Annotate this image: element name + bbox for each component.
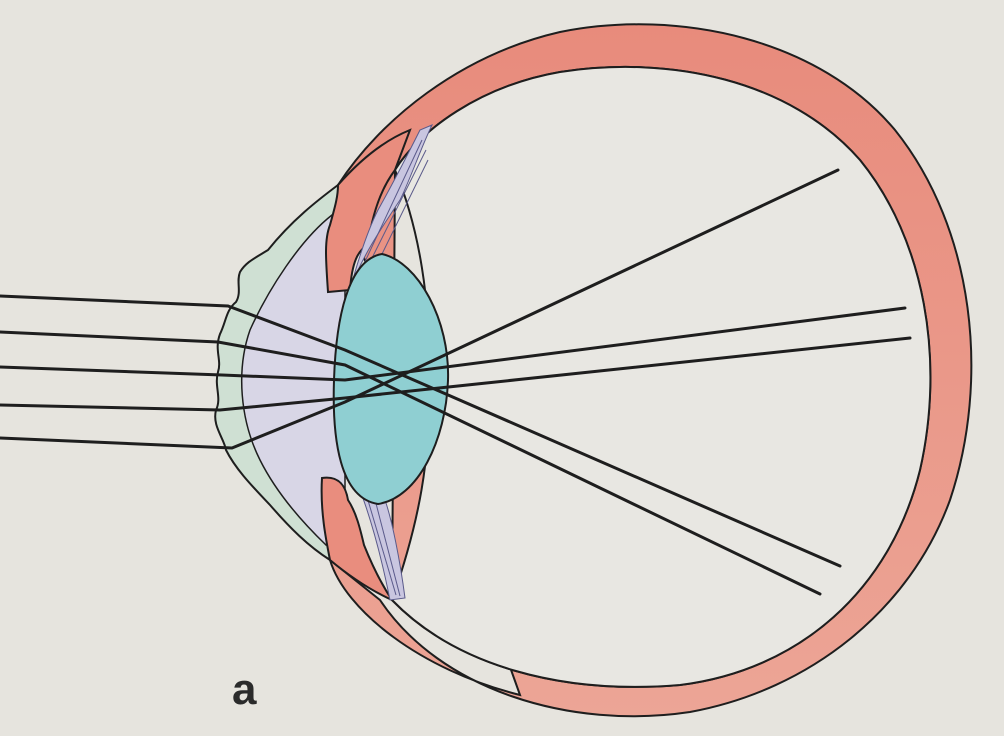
light-ray-1 — [0, 294, 842, 568]
panel-label: a — [232, 665, 257, 714]
light-ray-3 — [0, 306, 907, 382]
light-ray-4 — [0, 336, 912, 412]
zonule-fibers-upper — [349, 124, 434, 291]
light-rays — [0, 168, 912, 596]
ciliary-body-lower — [320, 476, 395, 603]
vitreous-body — [390, 65, 932, 688]
light-ray-2 — [0, 330, 822, 596]
light-ray-5 — [0, 168, 840, 450]
anterior-chamber — [240, 213, 346, 547]
ciliary-body-upper — [325, 128, 412, 294]
